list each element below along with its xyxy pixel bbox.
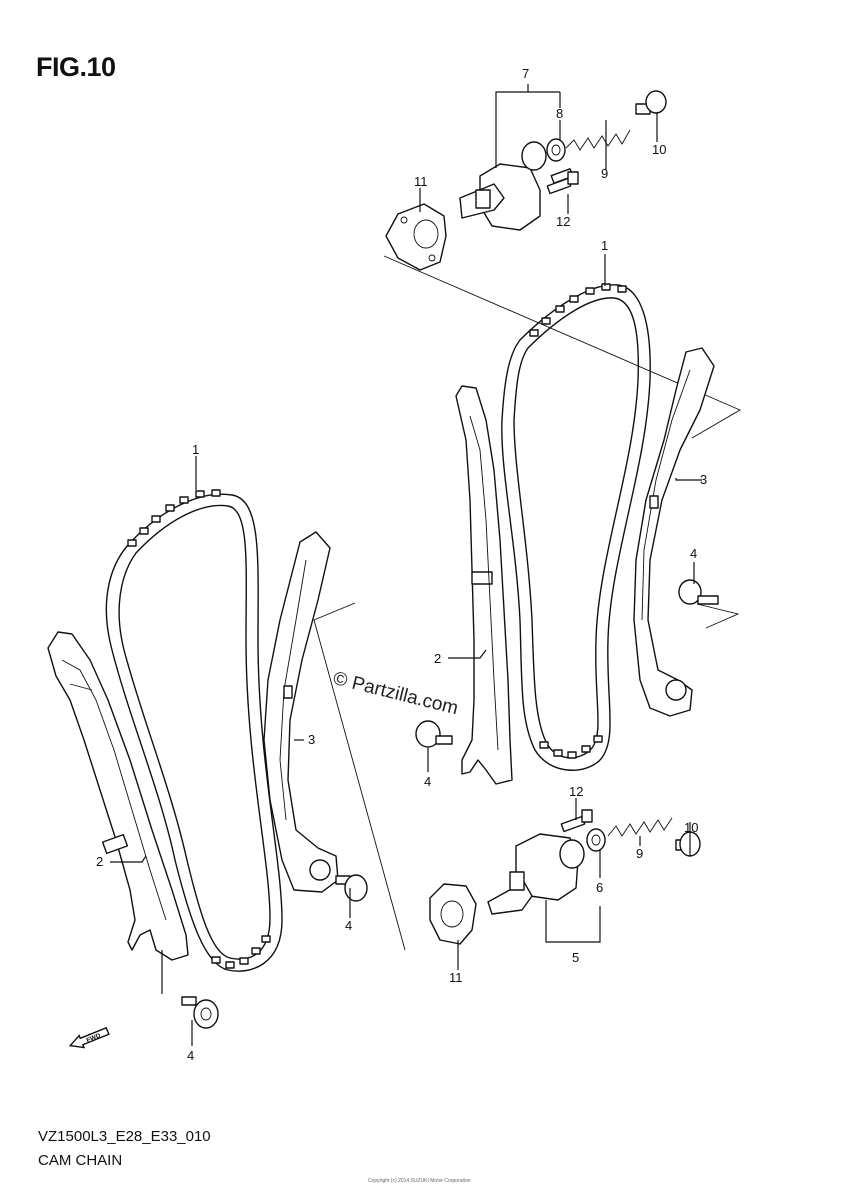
chain-links-top-right	[529, 283, 627, 337]
callout-10-lower: 10	[684, 820, 698, 835]
callout-12-lower: 12	[569, 784, 583, 799]
bolt-12-upper	[546, 171, 579, 195]
diagram-code: VZ1500L3_E28_E33_010	[38, 1128, 211, 1145]
tensioner-arm-right	[633, 347, 715, 717]
spring-upper	[565, 129, 631, 151]
callout-4-left-lower: 4	[187, 1048, 194, 1063]
leader-lines	[110, 84, 702, 1046]
callout-4-right-lower: 4	[424, 774, 431, 789]
callout-8: 8	[556, 106, 563, 121]
callout-2-right: 2	[434, 651, 441, 666]
chain-guide-left	[47, 631, 189, 961]
tensioner-bolt-right	[678, 579, 719, 605]
callout-7: 7	[522, 66, 529, 81]
plug-bolt-upper	[635, 90, 667, 115]
tensioner-assembly-upper	[385, 141, 574, 271]
callout-11-upper: 11	[414, 174, 428, 189]
chain-links-bottom-right	[539, 735, 603, 759]
callout-2-left: 2	[96, 854, 103, 869]
chain-links-bottom-left	[211, 935, 271, 969]
callout-5: 5	[572, 950, 579, 965]
tensioner-bolt-left	[335, 874, 368, 902]
cam-chain-right	[501, 283, 651, 771]
fwd-arrow-icon: FWD	[68, 1026, 110, 1049]
callout-labels: 7 8 10 9 11 12 1 1 3 4 2 3 4 12 10 9 2 6…	[96, 66, 707, 1063]
callout-4-left-upper: 4	[345, 918, 352, 933]
reference-lines	[313, 255, 741, 951]
callout-6: 6	[596, 880, 603, 895]
callout-10-upper: 10	[652, 142, 666, 157]
callout-1-right: 1	[601, 238, 608, 253]
guide-bolt-left-lower	[181, 996, 219, 1029]
svg-text:FWD: FWD	[85, 1032, 102, 1044]
plug-bolt-lower	[675, 831, 701, 857]
diagram-name: CAM CHAIN	[38, 1152, 123, 1169]
callout-9-lower: 9	[636, 846, 643, 861]
callout-4-right-upper: 4	[690, 546, 697, 561]
callout-9-upper: 9	[601, 166, 608, 181]
gasket-washer-8	[546, 138, 566, 162]
gasket-washer-6	[586, 828, 606, 852]
callout-3-right: 3	[700, 472, 707, 487]
callout-12-upper: 12	[556, 214, 570, 229]
callout-1-left: 1	[192, 442, 199, 457]
bolt-12-lower	[560, 809, 593, 833]
callout-3-left: 3	[308, 732, 315, 747]
callout-11-lower: 11	[449, 970, 463, 985]
chain-guide-right	[455, 385, 513, 785]
figure-title: FIG.10	[36, 52, 116, 82]
chain-links-top-left	[127, 489, 221, 547]
tensioner-assembly-lower	[429, 833, 585, 945]
cam-chain-left	[105, 489, 283, 972]
tensioner-arm-left	[263, 531, 339, 893]
spring-lower	[607, 817, 673, 837]
guide-bolt-right	[415, 720, 453, 748]
copyright-text: Copyright (c) 2014 SUZUKI Motor Corporat…	[368, 1178, 471, 1184]
